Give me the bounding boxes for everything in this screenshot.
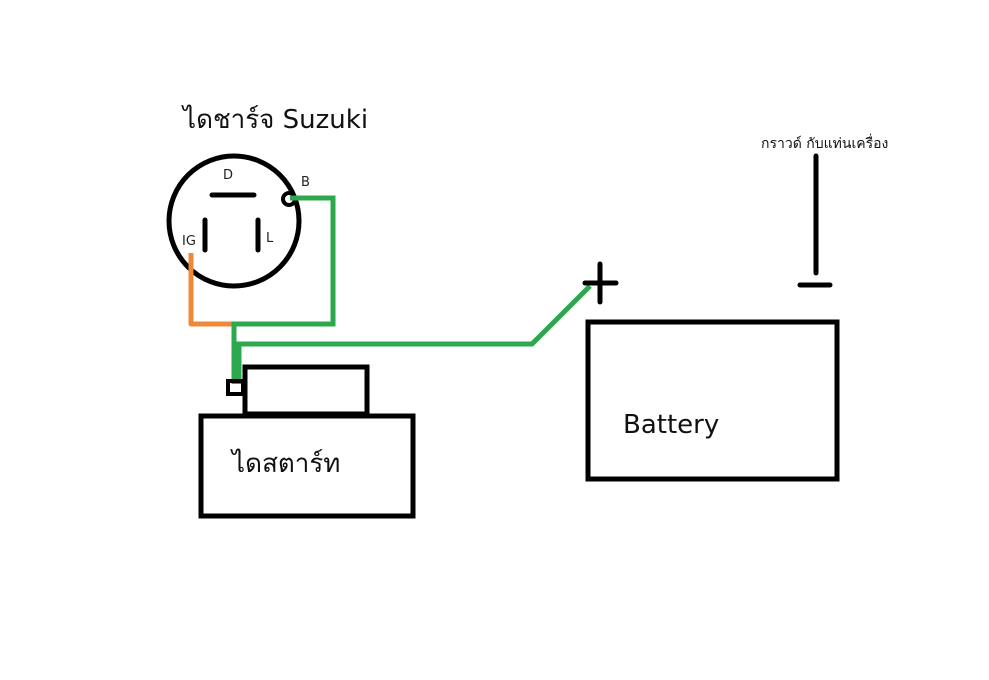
pin-l-label: L bbox=[266, 231, 274, 246]
starter-terminal bbox=[226, 379, 245, 396]
pin-ig-label: IG bbox=[182, 234, 196, 249]
battery: Battery bbox=[582, 261, 840, 482]
alternator-title: ไดชาร์จ Suzuki bbox=[181, 104, 368, 135]
ground-label: กราวด์ กับแท่นเครื่อง bbox=[761, 134, 888, 152]
pin-d-label: D bbox=[223, 168, 233, 183]
pin-b-label: B bbox=[301, 175, 310, 190]
ground-connection: กราวด์ กับแท่นเครื่อง bbox=[761, 134, 888, 276]
ig-wire bbox=[188, 253, 234, 327]
starter-to-battery-wire bbox=[236, 284, 592, 384]
starter-solenoid bbox=[242, 364, 370, 417]
alternator-body bbox=[166, 153, 302, 289]
starter-body bbox=[198, 413, 416, 519]
starter-label: ไดสตาร์ท bbox=[230, 448, 340, 479]
starter-motor: ไดสตาร์ท bbox=[198, 413, 416, 519]
b-wire-to-starter bbox=[231, 195, 336, 384]
battery-label: Battery bbox=[623, 410, 719, 440]
battery-positive-terminal bbox=[582, 261, 619, 305]
battery-body bbox=[585, 319, 840, 482]
